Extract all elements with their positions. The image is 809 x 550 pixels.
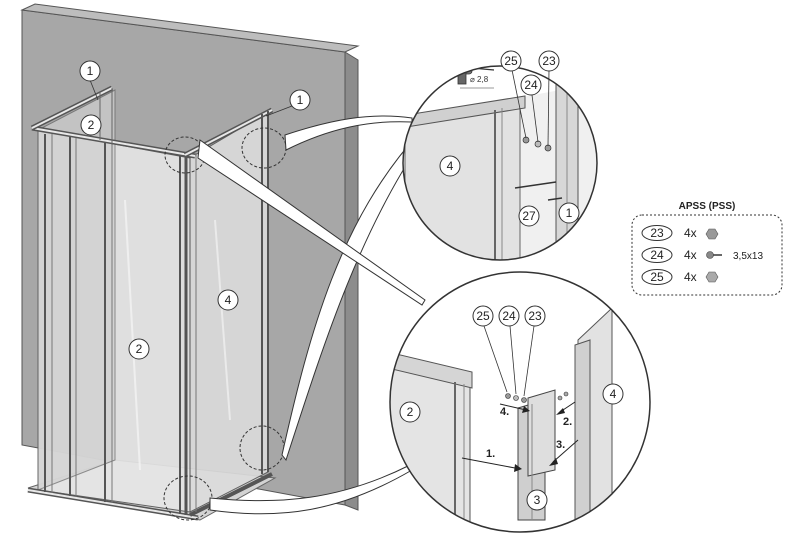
legend-qty-23: 4x bbox=[684, 226, 697, 240]
legend-part-25: 25 bbox=[650, 270, 664, 284]
screw-icon bbox=[706, 251, 722, 259]
callout-top-4: 4 bbox=[447, 159, 454, 173]
legend-qty-24: 4x bbox=[684, 248, 697, 262]
callout-bot-24: 24 bbox=[502, 309, 516, 323]
detail-top-circle: ⌀ 2,8 bbox=[402, 65, 598, 261]
detail-top-callouts: 25 24 23 4 27 1 bbox=[439, 50, 580, 227]
callout-bot-4: 4 bbox=[610, 387, 617, 401]
callout-top-25: 25 bbox=[504, 54, 518, 68]
callout-bot-23: 23 bbox=[528, 309, 542, 323]
legend-size-24: 3,5x13 bbox=[733, 251, 763, 262]
callout-main-2b: 2 bbox=[136, 342, 143, 356]
callout-top-27: 27 bbox=[522, 209, 536, 223]
step-4-label: 4. bbox=[500, 406, 509, 418]
legend-title: APSS (PSS) bbox=[679, 201, 736, 212]
callout-bot-3: 3 bbox=[534, 493, 541, 507]
detail-bottom-circle bbox=[389, 271, 651, 533]
callout-top-23: 23 bbox=[542, 54, 556, 68]
legend-part-23: 23 bbox=[650, 226, 664, 240]
shower-enclosure bbox=[27, 85, 277, 521]
cap-icon bbox=[705, 271, 719, 283]
callout-main-2a: 2 bbox=[88, 118, 95, 132]
callout-top-1: 1 bbox=[566, 206, 573, 220]
callout-bot-2: 2 bbox=[407, 405, 414, 419]
hex-nut-icon bbox=[705, 228, 719, 240]
detail-bottom-callouts: 25 24 23 2 4 3 1. 2. 3. 4. bbox=[399, 305, 624, 511]
step-3-label: 3. bbox=[556, 439, 565, 451]
callout-bot-25: 25 bbox=[476, 309, 490, 323]
legend-qty-25: 4x bbox=[684, 270, 697, 284]
callout-top-24: 24 bbox=[524, 78, 538, 92]
drill-size-label: ⌀ 2,8 bbox=[470, 75, 489, 84]
callout-main-1a: 1 bbox=[87, 64, 94, 78]
callout-main-1b: 1 bbox=[297, 93, 304, 107]
step-1-label: 1. bbox=[486, 448, 495, 460]
main-callouts: 1 2 1 4 2 bbox=[79, 60, 311, 360]
legend-part-24: 24 bbox=[650, 248, 664, 262]
step-2-label: 2. bbox=[563, 416, 572, 428]
callout-main-4: 4 bbox=[225, 293, 232, 307]
parts-legend: APSS (PSS) 23 4x 24 4x 3,5x13 25 4x bbox=[631, 201, 783, 296]
